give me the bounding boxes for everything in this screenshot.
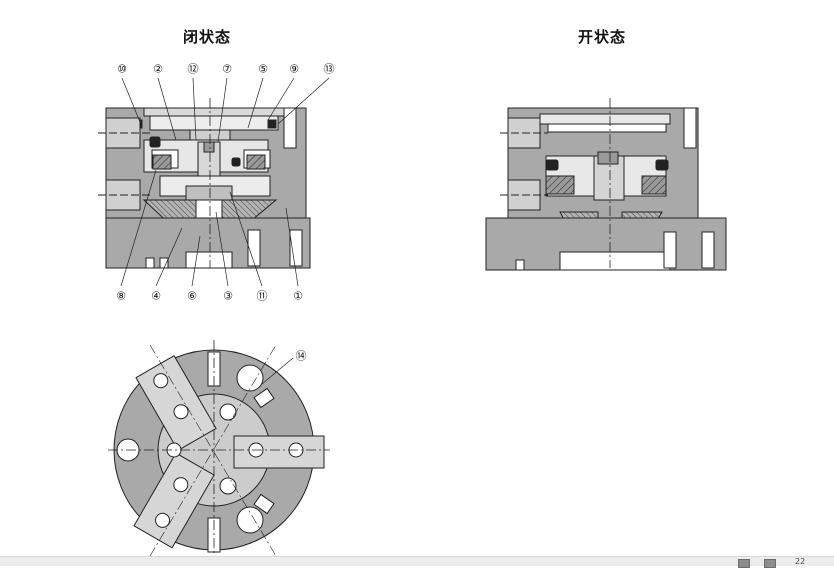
callout-3: ③ [223,290,233,303]
callout-13: ⑬ [324,63,335,76]
closed-state-section [98,77,330,287]
callout-9: ⑨ [289,63,299,76]
closed-state-title: 闭状态 [183,28,232,46]
callout-1: ① [293,290,303,303]
page-view-button-2[interactable] [764,559,776,568]
callout-10: ⑩ [117,63,127,76]
callout-4: ④ [151,290,161,303]
viewer-bottom-bar: 22 [0,556,834,568]
callout-12: ⑫ [188,63,199,76]
callout-7: ⑦ [222,63,232,76]
plan-view [108,340,330,557]
callout-8: ⑧ [116,290,126,303]
callout-2: ② [153,63,163,76]
callouts-bottom: ⑧ ④ ⑥ ③ ⑪ ① [116,290,303,303]
open-state-section [485,98,727,271]
page-number: 22 [795,557,806,566]
callout-6: ⑥ [187,290,197,303]
callout-11: ⑪ [257,290,268,303]
callouts-top: ⑩ ② ⑫ ⑦ ⑤ ⑨ ⑬ [117,63,334,76]
callout-5: ⑤ [258,63,268,76]
open-state-title: 开状态 [578,28,627,46]
page-view-button[interactable] [738,559,750,568]
callout-14: ⑭ [296,350,307,363]
